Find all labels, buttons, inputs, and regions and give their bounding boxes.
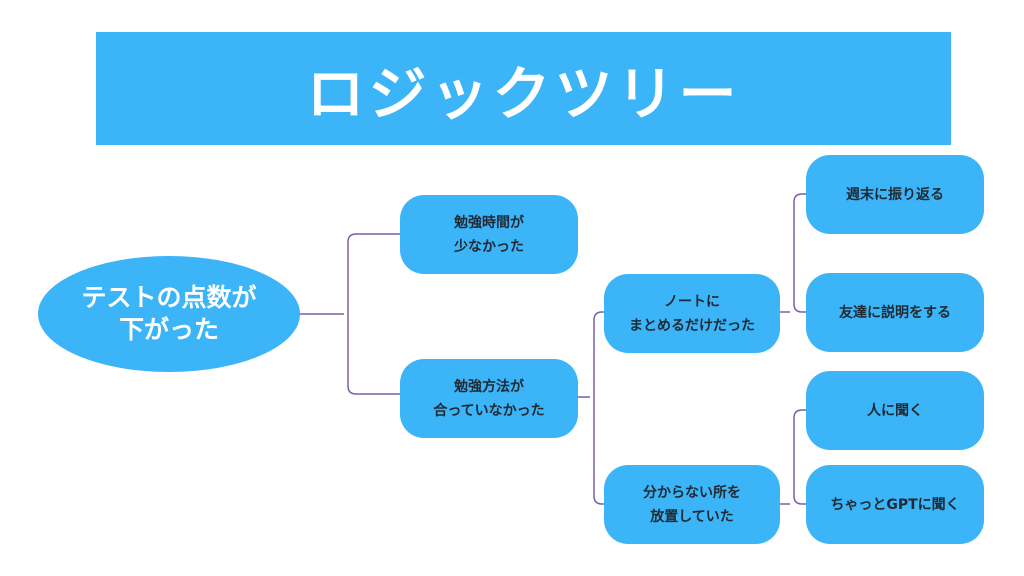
node-ask-person: 人に聞く	[806, 371, 984, 450]
node-unknowns-line1: 分からない所を	[643, 484, 741, 501]
node-ask-gpt-text: ちゃっとGPTに聞く	[830, 496, 960, 513]
node-weekend-review: 週末に振り返る	[806, 155, 984, 234]
node-notes: ノートに まとめるだけだった	[604, 274, 780, 353]
root-node: テストの点数が 下がった	[38, 256, 300, 372]
root-node-line2: 下がった	[118, 315, 219, 344]
connector-root-branch	[347, 233, 357, 395]
node-study-method-line2: 合っていなかった	[433, 402, 545, 419]
node-explain-friend: 友達に説明をする	[806, 273, 984, 352]
root-node-line1: テストの点数が	[81, 283, 257, 312]
node-study-time: 勉強時間が 少なかった	[400, 195, 578, 274]
title-banner: ロジックツリー	[96, 32, 951, 145]
connector-study-method-branch	[593, 311, 603, 505]
node-notes-line2: まとめるだけだった	[629, 317, 755, 334]
node-ask-gpt: ちゃっとGPTに聞く	[806, 465, 984, 544]
diagram-title: ロジックツリー	[306, 59, 741, 128]
node-study-time-line1: 勉強時間が	[454, 214, 524, 231]
connector-notes-branch	[793, 193, 803, 313]
node-study-time-line2: 少なかった	[454, 238, 524, 255]
node-study-method-line1: 勉強方法が	[454, 378, 524, 395]
node-notes-line1: ノートに	[664, 293, 720, 310]
connector-unknowns-branch	[793, 409, 803, 505]
node-study-method: 勉強方法が 合っていなかった	[400, 359, 578, 438]
node-weekend-review-text: 週末に振り返る	[846, 186, 944, 203]
node-unknowns-line2: 放置していた	[650, 508, 734, 525]
node-explain-friend-text: 友達に説明をする	[839, 304, 951, 321]
node-ask-person-text: 人に聞く	[867, 402, 923, 419]
node-unknowns: 分からない所を 放置していた	[604, 465, 780, 544]
